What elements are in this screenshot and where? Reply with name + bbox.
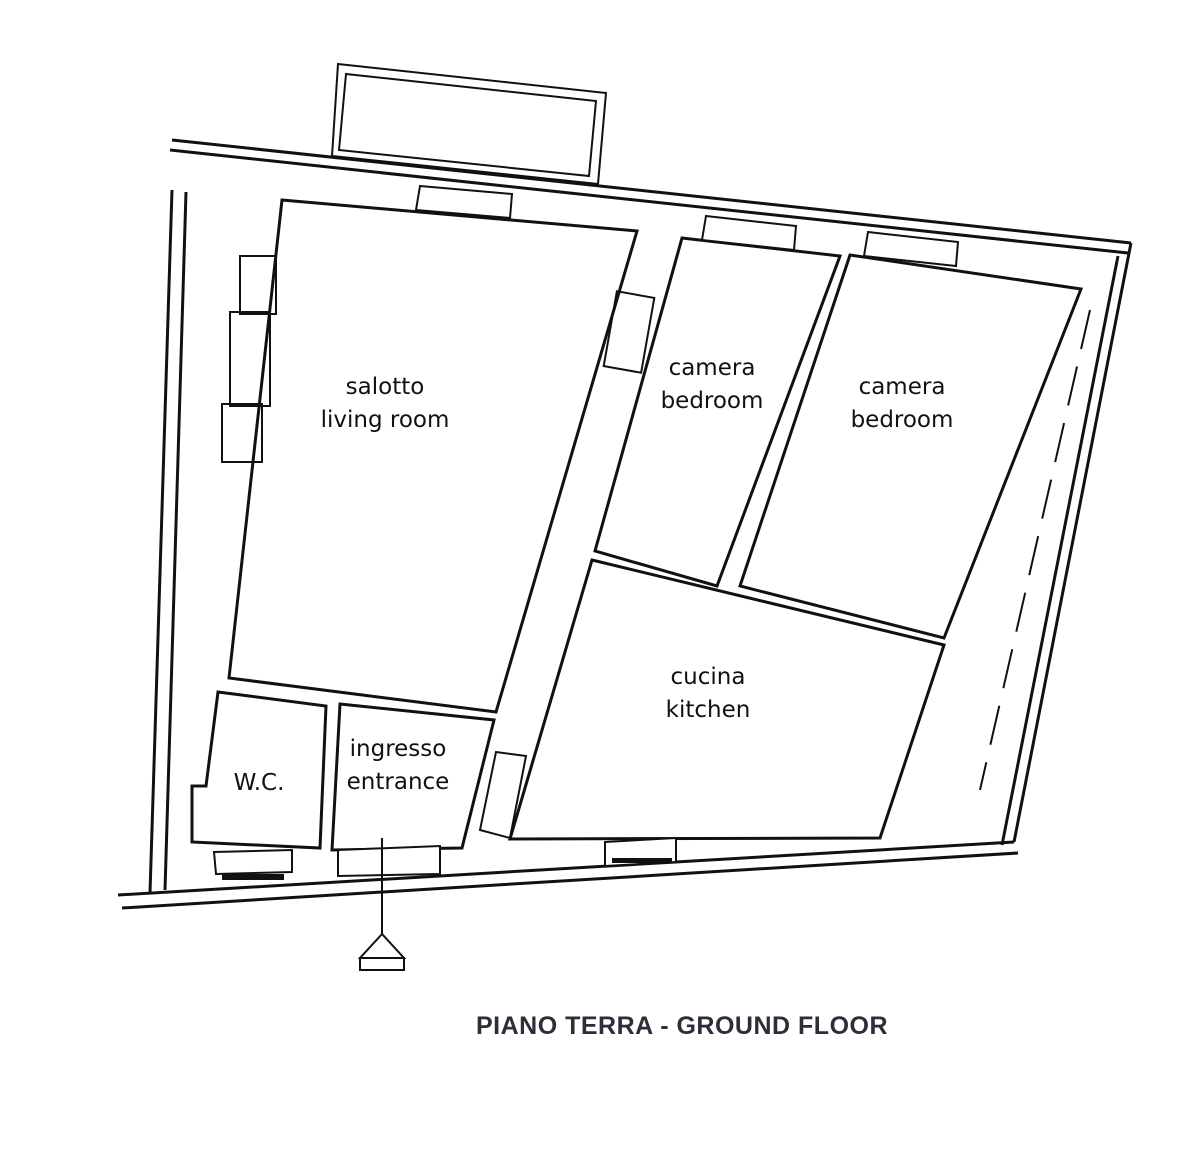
label-cucina-en: kitchen (666, 697, 751, 723)
entrance-arrow-icon (357, 932, 407, 971)
label-salotto-it: salotto (346, 374, 425, 400)
room-camera-2 (738, 230, 1084, 640)
plan-title: PIANO TERRA - GROUND FLOOR (476, 1012, 888, 1040)
room-ingresso (330, 702, 496, 935)
room-salotto (221, 184, 639, 714)
label-camera2-it: camera (859, 374, 946, 400)
exterior-walls (117, 138, 1133, 910)
room-wc (190, 690, 328, 880)
label-camera1-en: bedroom (661, 388, 764, 414)
room-cucina (478, 558, 946, 868)
label-camera1-it: camera (669, 355, 756, 381)
room-camera-1 (593, 214, 843, 588)
label-ingresso-en: entrance (347, 769, 450, 795)
label-cucina-it: cucina (671, 664, 746, 690)
label-camera2-en: bedroom (851, 407, 954, 433)
label-ingresso-it: ingresso (350, 736, 447, 762)
label-wc: W.C. (234, 770, 285, 796)
balcony (330, 62, 608, 186)
label-salotto-en: living room (321, 407, 450, 433)
